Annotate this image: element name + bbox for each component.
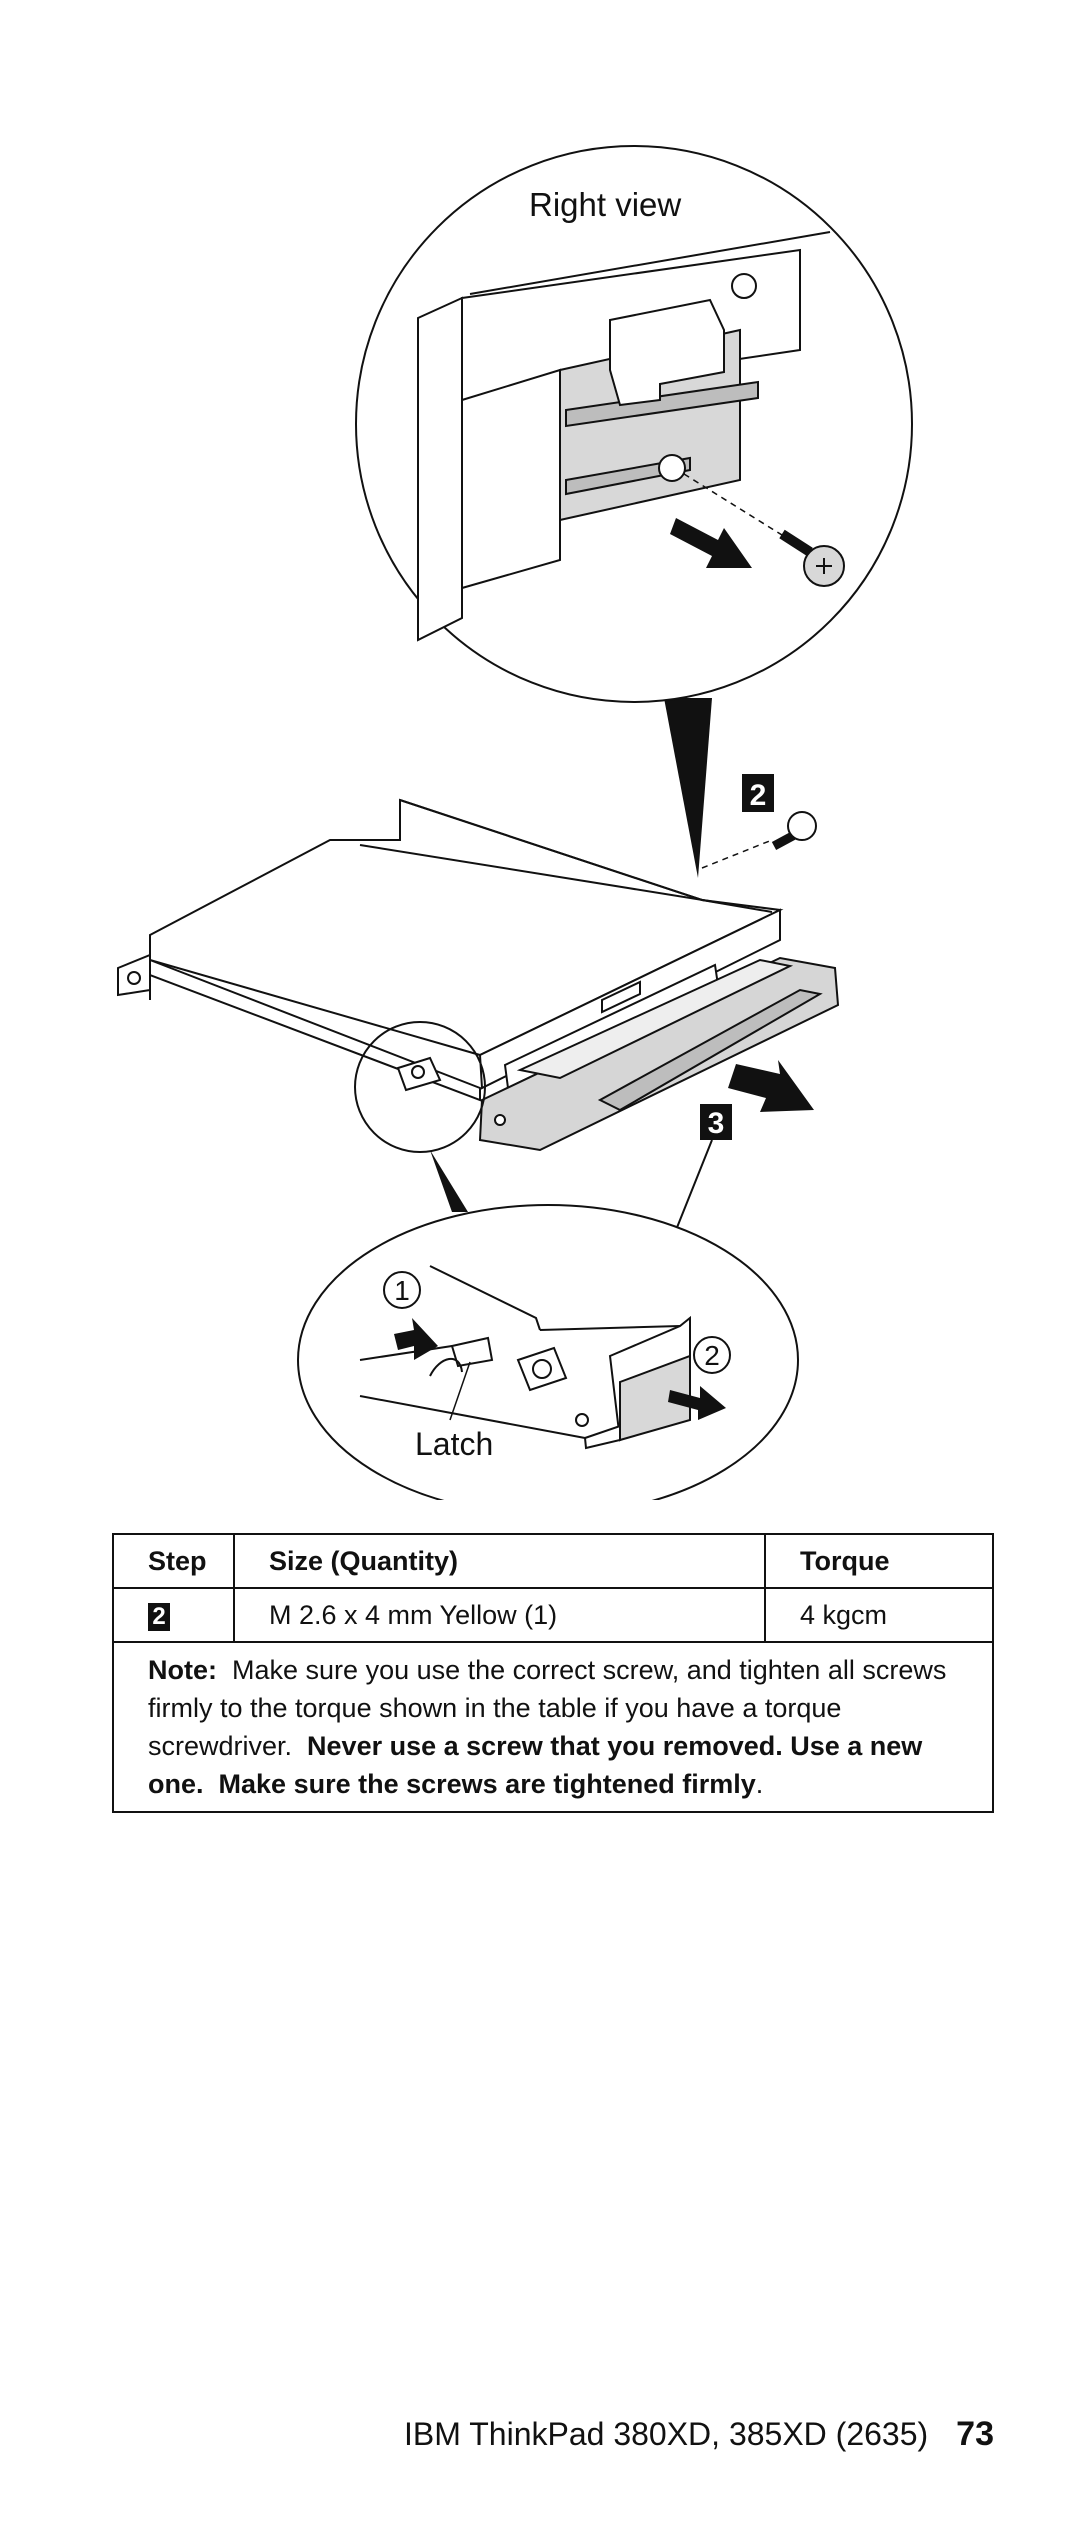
page-footer: IBM ThinkPad 380XD, 385XD (2635) 73 — [404, 2415, 994, 2454]
cell-size: M 2.6 x 4 mm Yellow (1) — [233, 1587, 766, 1643]
right-view-label: Right view — [529, 186, 681, 223]
screw-icon — [779, 529, 845, 587]
note-row: Note: Make sure you use the correct scre… — [112, 1641, 994, 1813]
callout-badge-3: 3 — [700, 1104, 732, 1140]
footer-title: IBM ThinkPad 380XD, 385XD (2635) — [404, 2416, 929, 2452]
note-cell: Note: Make sure you use the correct scre… — [112, 1641, 994, 1813]
note-firmly: firmly — [682, 1769, 756, 1799]
slide-arrow-icon — [668, 1386, 726, 1420]
header-torque: Torque — [764, 1533, 994, 1589]
svg-text:2: 2 — [750, 779, 767, 812]
header-step: Step — [112, 1533, 235, 1589]
cell-step: 2 — [112, 1587, 235, 1643]
cell-torque: 4 kgcm — [764, 1587, 994, 1643]
latch-detail: 1 2 Latch — [297, 1204, 799, 1500]
drive-removal-illustration: Right view 2 — [117, 145, 913, 1500]
zoom-pointer-top — [664, 698, 712, 878]
step-2-marker: 2 — [693, 1336, 731, 1374]
tray-pull-arrow-icon — [728, 1060, 814, 1112]
latch-zoom-ring — [354, 1021, 486, 1153]
push-arrow-icon — [394, 1318, 438, 1360]
screw-spec-table: Step Size (Quantity) Torque 2 M 2.6 x 4 … — [112, 1533, 994, 1813]
callout-badge-2: 2 — [742, 774, 774, 812]
step-1-marker: 1 — [383, 1271, 421, 1309]
latch-label: Latch — [415, 1426, 493, 1462]
right-view-detail: Right view — [355, 145, 913, 703]
note-tighten: Make sure the screws are tightened — [218, 1769, 675, 1799]
remove-arrow-icon — [670, 518, 752, 568]
page-number: 73 — [956, 2415, 994, 2453]
note-end: . — [755, 1769, 764, 1799]
table-header-row: Step Size (Quantity) Torque — [112, 1533, 994, 1589]
note-label: Note: — [148, 1655, 217, 1685]
note-text: Make sure you use the correct screw, and… — [148, 1655, 947, 1761]
step-badge: 2 — [148, 1602, 170, 1631]
table-row: 2 M 2.6 x 4 mm Yellow (1) 4 kgcm — [112, 1587, 994, 1643]
cd-rom-drive — [117, 798, 840, 1152]
svg-text:1: 1 — [394, 1275, 410, 1306]
header-size: Size (Quantity) — [233, 1533, 766, 1589]
zoom-pointer-bottom — [430, 1150, 468, 1212]
svg-text:2: 2 — [704, 1340, 720, 1371]
svg-text:3: 3 — [708, 1107, 725, 1140]
small-screw-icon — [771, 811, 817, 850]
note-warning: Never use a screw that you removed. Use … — [148, 1731, 923, 1799]
